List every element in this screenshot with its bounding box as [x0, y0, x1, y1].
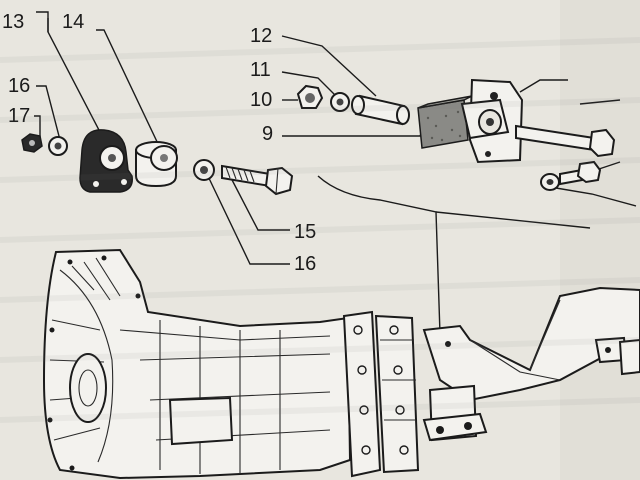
leader-16-bottom: [205, 171, 290, 265]
leader-12: [281, 35, 377, 97]
assembly-indicator-line-right: [435, 211, 591, 229]
leader-15: [229, 175, 290, 231]
leader-14: [96, 29, 161, 149]
leader-16-top: [36, 85, 61, 141]
leader-bracket-top: [519, 79, 568, 93]
leader-bolt-right: [579, 99, 621, 105]
nut-17: [21, 133, 43, 153]
washer-right: [540, 173, 560, 191]
callout-10: 10: [250, 89, 272, 111]
nut-right: [559, 160, 602, 186]
assembly-indicator-line: [317, 175, 441, 335]
nut-10: [296, 84, 324, 109]
leader-17: [34, 115, 41, 138]
callout-16-top: 16: [8, 75, 30, 97]
crossmember-frame: [422, 286, 640, 442]
washer-16-left: [48, 136, 68, 156]
callout-17: 17: [8, 105, 30, 127]
callout-13: 13: [2, 11, 24, 33]
rubber-mount-13: [79, 129, 133, 193]
transmission-housing: [42, 248, 352, 480]
callout-15: 15: [294, 221, 316, 243]
callout-9: 9: [262, 123, 273, 145]
mount-bracket: [460, 78, 524, 164]
callout-16-bottom: 16: [294, 253, 316, 275]
callout-14: 14: [62, 11, 84, 33]
washer-16-bolt: [193, 159, 215, 181]
rubber-block-9: [417, 95, 473, 149]
long-bolt-right: [515, 124, 616, 158]
leader-11: [281, 71, 341, 101]
callout-12: 12: [250, 25, 272, 47]
gearbox-flanges: [342, 310, 420, 478]
bolt-15: [221, 164, 294, 196]
paper-edge-shade: [560, 0, 640, 480]
callout-11: 11: [250, 59, 271, 81]
sleeve-12: [351, 94, 410, 126]
washer-11: [330, 92, 350, 112]
leader-washer-right: [555, 187, 637, 207]
bushing-14: [135, 141, 178, 188]
